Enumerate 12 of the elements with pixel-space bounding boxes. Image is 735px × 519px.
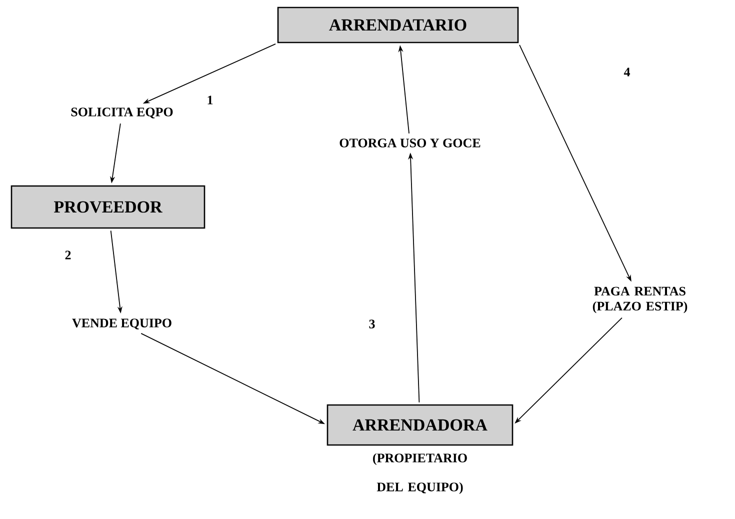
- step-number: 1: [208, 96, 213, 104]
- step-number: 4: [624, 68, 630, 76]
- process-box: ARRENDATARIO: [277, 6, 519, 44]
- node-label: (PROPIETARIO DEL EQUIPO): [373, 453, 467, 494]
- step-number: 2: [65, 250, 71, 260]
- step-label: PAGA RENTAS (PLAZO ESTIP): [592, 286, 688, 314]
- step-label: OTORGA USO Y GOCE: [340, 138, 480, 148]
- process-box: ARRENDADORA: [326, 404, 514, 446]
- step-number: 3: [369, 320, 375, 328]
- step-label: SOLICITA EQPO: [71, 108, 173, 118]
- process-box: PROVEEDOR: [10, 185, 206, 229]
- step-label: VENDE EQUIPO: [72, 318, 172, 330]
